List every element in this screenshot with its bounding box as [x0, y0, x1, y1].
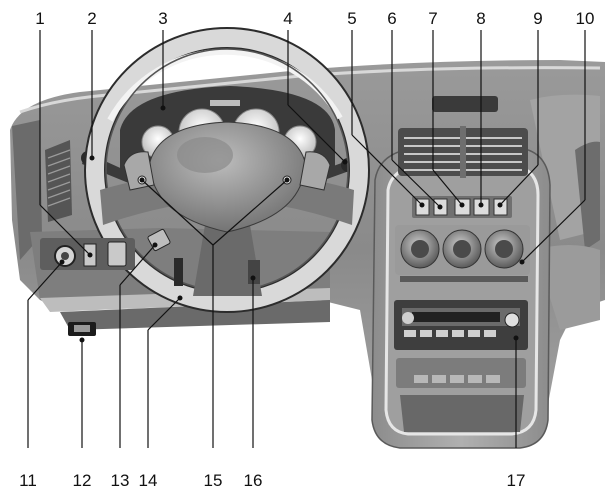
callout-labels-top: 1 2 3 4 5 6 7 8 9 10 — [35, 9, 594, 28]
callout-17: 17 — [507, 471, 526, 490]
callout-13: 13 — [111, 471, 130, 490]
heater-knob-left[interactable] — [400, 229, 440, 269]
callout-10: 10 — [576, 9, 595, 28]
callout-6: 6 — [387, 9, 396, 28]
center-vent — [398, 96, 528, 178]
callout-11: 11 — [19, 471, 37, 490]
callout-2: 2 — [87, 9, 96, 28]
bonnet-release[interactable] — [68, 322, 96, 336]
heater-knob-right[interactable] — [484, 229, 524, 269]
horn-pad-left[interactable] — [123, 151, 155, 191]
steering-wheel[interactable] — [84, 27, 370, 313]
callout-16: 16 — [244, 471, 263, 490]
callout-1: 1 — [35, 9, 44, 28]
console-tray — [396, 358, 526, 432]
callout-5: 5 — [347, 9, 356, 28]
radio-cassette — [394, 300, 528, 350]
column-lever[interactable] — [248, 260, 260, 284]
callout-4: 4 — [283, 9, 292, 28]
callout-8: 8 — [476, 9, 485, 28]
callout-14: 14 — [139, 471, 158, 490]
leader-lines — [27, 30, 586, 448]
callout-3: 3 — [158, 9, 167, 28]
callout-15: 15 — [204, 471, 223, 490]
callout-labels-bottom: 11 12 13 14 15 16 17 — [19, 471, 525, 490]
heater-controls — [395, 225, 530, 282]
callout-9: 9 — [533, 9, 542, 28]
horn-pad-right[interactable] — [299, 151, 331, 191]
heater-knob-center[interactable] — [442, 229, 482, 269]
callout-12: 12 — [73, 471, 92, 490]
callout-7: 7 — [428, 9, 437, 28]
ignition-key-slot[interactable] — [174, 258, 183, 286]
radio-knob-right[interactable] — [504, 312, 520, 328]
radio-knob-left[interactable] — [402, 312, 414, 324]
